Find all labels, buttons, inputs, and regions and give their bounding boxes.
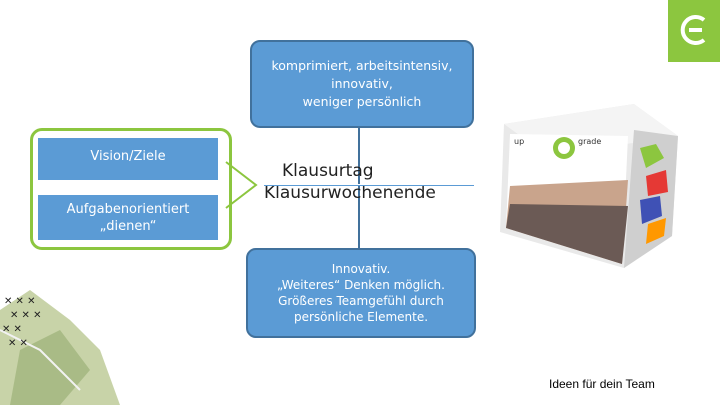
task-box: Aufgabenorientiert „dienen“	[38, 195, 218, 240]
task-label-line: Aufgabenorientiert	[66, 201, 190, 217]
bottom-box-line: Innovativ.	[331, 262, 391, 276]
top-box-line: komprimiert, arbeitsintensiv,	[271, 58, 453, 73]
bottom-box-line: Größeres Teamgefühl durch	[278, 294, 444, 308]
vision-label: Vision/Ziele	[90, 149, 166, 164]
product-brand-left: up	[514, 137, 524, 146]
top-box-line: weniger persönlich	[302, 94, 422, 109]
svg-text:✕ ✕: ✕ ✕	[8, 338, 28, 349]
top-description-box: komprimiert, arbeitsintensiv, innovativ,…	[250, 40, 474, 128]
task-label-line: „dienen“	[99, 218, 157, 234]
footer-text: Ideen für dein Team	[549, 377, 655, 391]
product-brand-right: grade	[578, 137, 601, 146]
vision-box: Vision/Ziele	[38, 138, 218, 180]
center-divider	[264, 185, 474, 186]
chevron-right-icon	[225, 161, 258, 209]
svg-text:✕ ✕ ✕: ✕ ✕ ✕	[4, 296, 36, 307]
logo-icon	[680, 15, 706, 45]
top-box-line: innovativ,	[331, 76, 393, 91]
brand-corner-tab	[668, 0, 720, 62]
bottom-box-line: persönliche Elemente.	[293, 310, 429, 324]
center-label: Klausurtag Klausurwochenende	[264, 160, 436, 204]
svg-text:✕ ✕: ✕ ✕	[2, 324, 22, 335]
map-image: ✕ ✕ ✕ ✕ ✕ ✕ ✕ ✕ ✕ ✕	[0, 290, 120, 405]
connector-top	[358, 126, 360, 184]
center-line: Klausurwochenende	[264, 183, 436, 203]
bottom-box-line: „Weiteres“ Denken möglich.	[277, 278, 445, 292]
center-line: Klausurtag	[282, 161, 374, 181]
bottom-description-box: Innovativ. „Weiteres“ Denken möglich. Gr…	[246, 248, 476, 338]
connector-bottom	[358, 186, 360, 248]
svg-text:✕ ✕ ✕: ✕ ✕ ✕	[10, 310, 42, 321]
product-box-image: up grade	[500, 104, 678, 268]
